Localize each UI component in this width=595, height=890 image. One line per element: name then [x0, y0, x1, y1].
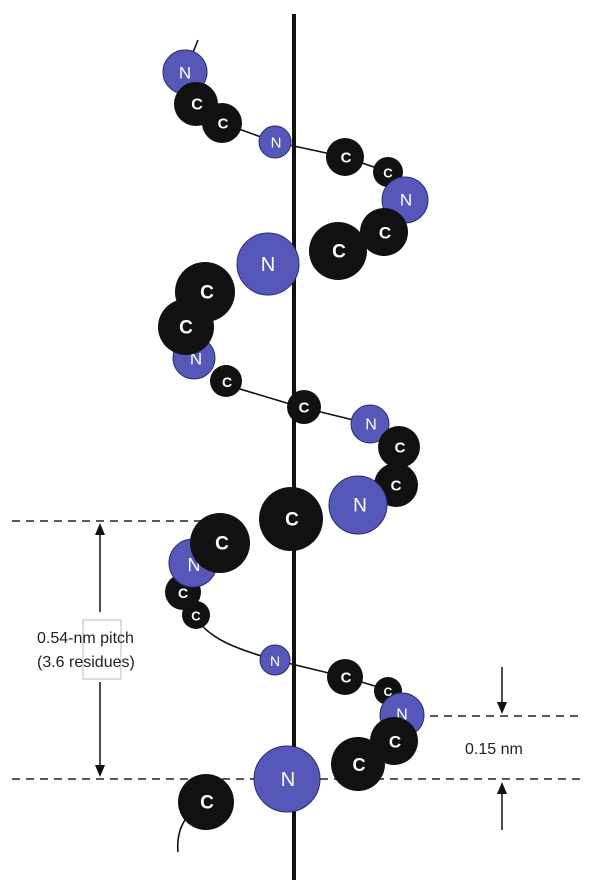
- carbon-atom: C: [190, 513, 250, 573]
- carbon-atom: C: [327, 659, 363, 695]
- carbon-atom: C: [309, 222, 367, 280]
- pitch-label-box: [82, 619, 122, 680]
- nitrogen-atom: N: [259, 644, 291, 676]
- atom-label: C: [200, 793, 214, 814]
- atom-label: C: [341, 670, 352, 687]
- atom-label: C: [353, 755, 366, 775]
- nitrogen-atom: N: [253, 745, 321, 813]
- rise-label: 0.15 nm: [465, 741, 523, 758]
- atom-label: C: [383, 166, 393, 181]
- atom-label: C: [218, 116, 229, 133]
- pitch-label: 0.54-nm pitch (3.6 residues): [37, 619, 135, 680]
- atom-label: N: [353, 496, 367, 517]
- nitrogen-atom: N: [258, 125, 292, 159]
- atom-label: C: [395, 440, 406, 457]
- atom-label: C: [222, 374, 232, 390]
- atom-label: C: [200, 283, 214, 304]
- atom-label: N: [400, 191, 412, 210]
- atoms: N C C N C C N C C N N C C C C N C C N C …: [158, 49, 429, 830]
- carbon-atom: C: [178, 774, 234, 830]
- atom-label: C: [379, 224, 391, 243]
- atom-label: N: [396, 707, 408, 724]
- carbon-atom: C: [259, 487, 323, 551]
- atom-label: C: [179, 318, 193, 339]
- carbon-atom: C: [210, 365, 242, 397]
- atom-label: C: [391, 478, 402, 495]
- rise-dimension-arrows: [497, 667, 507, 830]
- atom-label: C: [191, 97, 203, 114]
- atom-label: C: [389, 733, 401, 752]
- atom-label: N: [261, 254, 275, 276]
- atom-label: N: [365, 417, 377, 434]
- carbon-atom: C: [202, 103, 242, 143]
- pitch-dimension-arrow: [95, 523, 105, 777]
- carbon-atom: C: [287, 390, 321, 424]
- carbon-atom: C: [326, 138, 364, 176]
- nitrogen-atom: N: [236, 232, 300, 296]
- atom-label: C: [191, 609, 201, 624]
- atom-label: C: [178, 585, 188, 601]
- atom-label: C: [215, 534, 229, 555]
- atom-label: C: [332, 242, 346, 263]
- atom-label: C: [341, 150, 352, 167]
- carbon-atom: C: [158, 299, 214, 355]
- atom-label: N: [281, 769, 295, 791]
- atom-label: C: [299, 400, 310, 417]
- carbon-atom: C: [378, 426, 420, 468]
- carbon-atom: C: [360, 208, 408, 256]
- atom-label: N: [179, 64, 191, 83]
- atom-label: N: [270, 653, 280, 669]
- atom-label: C: [384, 685, 393, 699]
- pitch-label-line2: (3.6 residues): [37, 654, 135, 671]
- nitrogen-atom: N: [350, 404, 390, 444]
- atom-label: N: [190, 350, 202, 369]
- atom-label: N: [271, 135, 282, 152]
- atom-label: C: [285, 510, 299, 531]
- pitch-label-line1: 0.54-nm pitch: [37, 630, 134, 647]
- carbon-atom: C: [331, 737, 385, 791]
- nitrogen-atom: N: [328, 475, 388, 535]
